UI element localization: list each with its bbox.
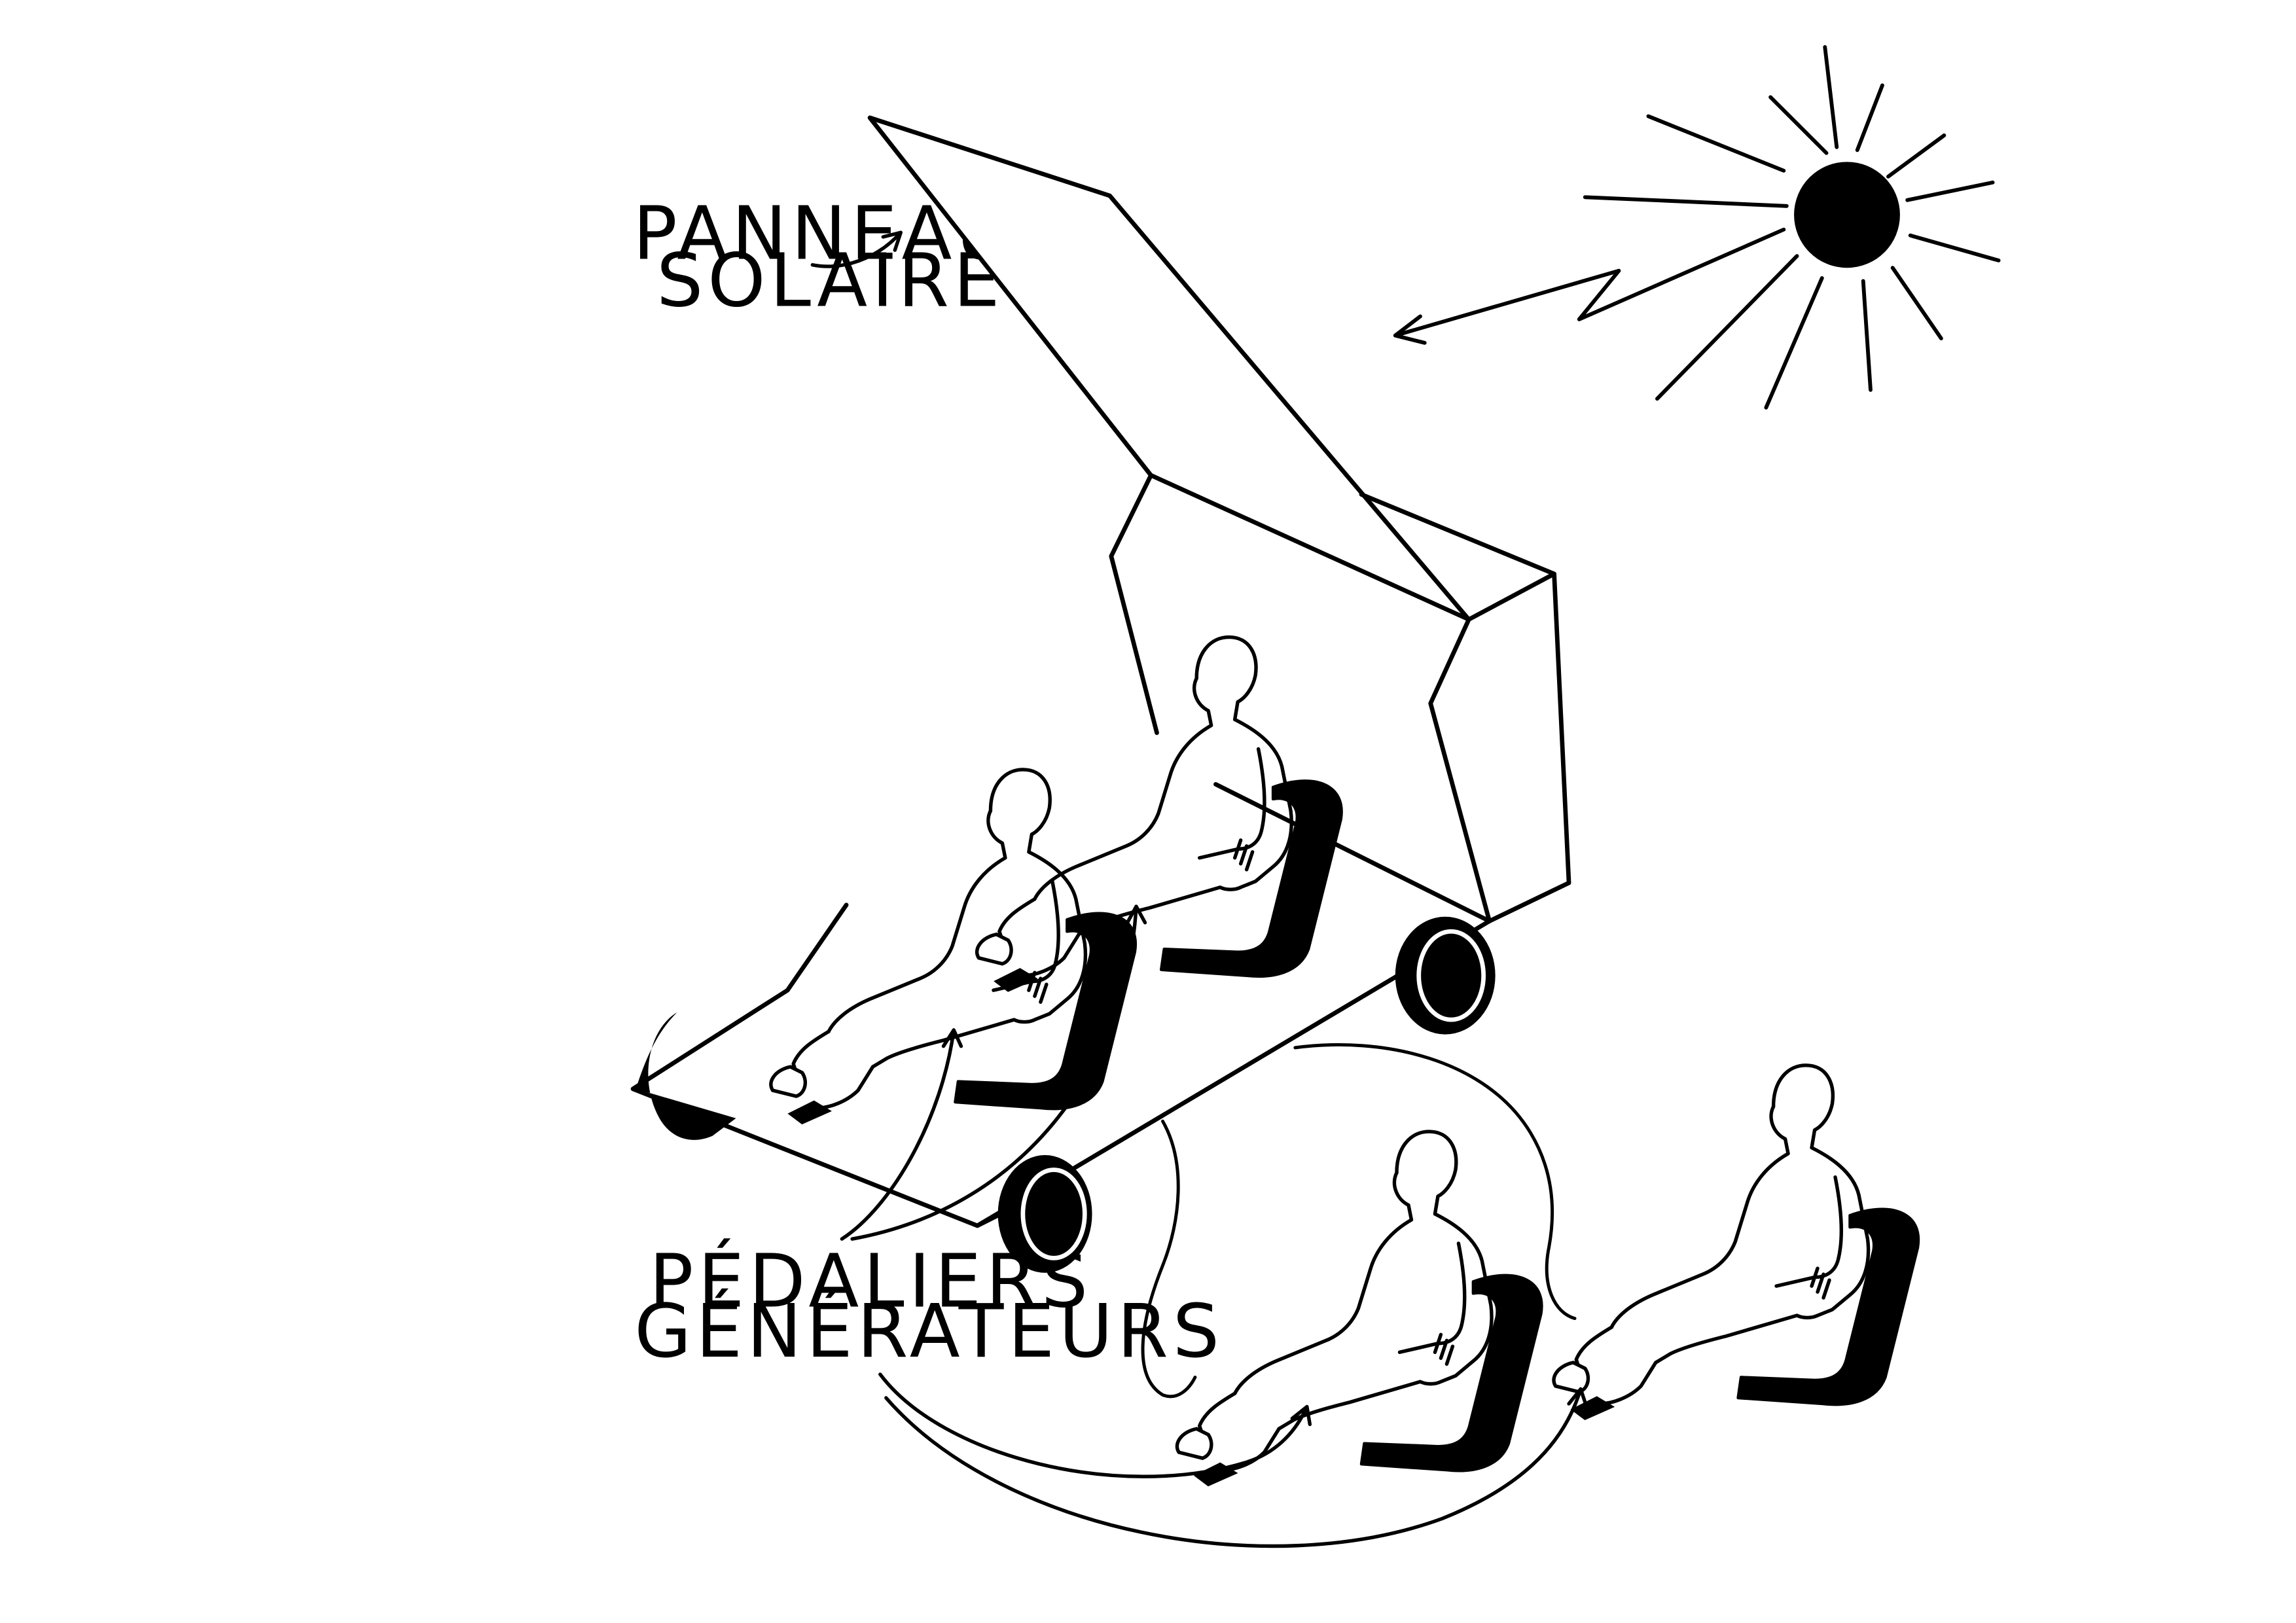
front-left-wheel — [997, 1155, 1092, 1273]
pedals-arrows — [840, 904, 1588, 1548]
lightning-arrow-icon — [1393, 227, 1786, 345]
power-cables — [1141, 1043, 1577, 1399]
solar-panel-label-line2: SOLAIRE — [656, 238, 1004, 324]
front-right-wheel — [1395, 916, 1496, 1035]
pedals-label-line2: GÉNÉRATEURS — [634, 1288, 1224, 1374]
vehicle-cabin — [1109, 473, 1571, 923]
solar-panel-arrow — [810, 230, 903, 268]
solar-panel — [867, 115, 1471, 622]
external-rider-middle — [1177, 1132, 1541, 1485]
rear-left-wheel — [636, 1012, 736, 1140]
external-rider-right — [1554, 1065, 1918, 1419]
rider-on-vehicle-back — [977, 637, 1342, 991]
sun-icon — [1393, 45, 2001, 410]
